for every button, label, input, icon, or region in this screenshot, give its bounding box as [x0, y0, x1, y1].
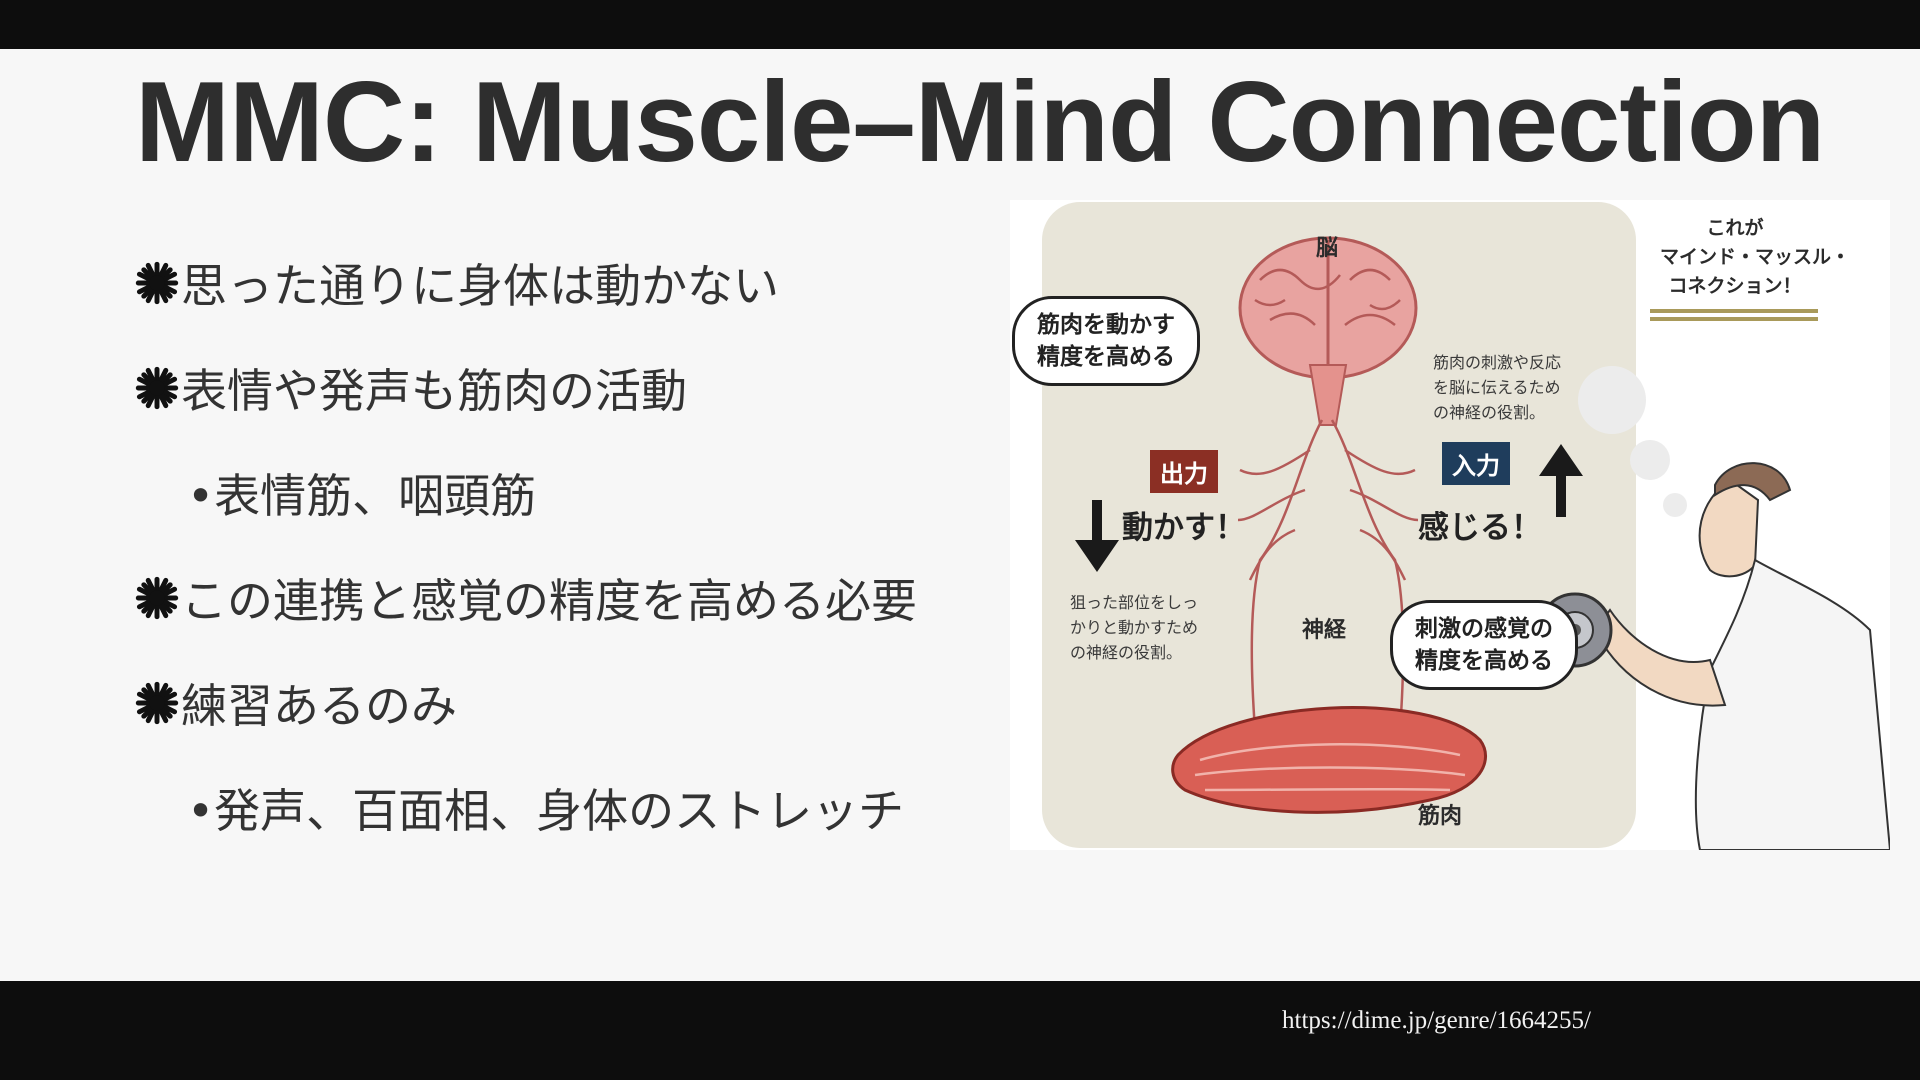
bubble-line: 精度を高める [1415, 648, 1553, 674]
asterisk-bullet-icon [135, 366, 179, 410]
bullet-item: この連携と感覚の精度を高める必要 [135, 565, 917, 631]
note-line: の神経の役割。 [1070, 643, 1183, 662]
bullet-text: 表情や発声も筋肉の活動 [181, 364, 687, 418]
brain-label: 脳 [1316, 236, 1339, 261]
input-tag: 入力 [1442, 442, 1510, 485]
brain-icon [1238, 236, 1418, 426]
bullet-item: 表情や発声も筋肉の活動 [135, 355, 687, 421]
source-url[interactable]: https://dime.jp/genre/1664255/ [1282, 1007, 1591, 1034]
asterisk-bullet-icon [135, 681, 179, 725]
sub-bullet-text: •発声、百面相、身体のストレッチ [187, 784, 905, 838]
slide-title: MMC: Muscle–Mind Connection [135, 59, 1825, 186]
mmc-illustration: 脳 神経 筋肉 筋肉を動かす 精度を高める 刺激の感覚の 精度を高める 出力 入… [1010, 200, 1890, 850]
thought-line: これが [1706, 217, 1764, 239]
output-note: 狙った部位をしっ かりと動かすため の神経の役割。 [1070, 590, 1198, 665]
sub-bullet-text: •表情筋、咽頭筋 [187, 469, 537, 523]
bullet-item: 思った通りに身体は動かない [135, 250, 779, 316]
gold-rule [1650, 317, 1818, 321]
bullet-text: 練習あるのみ [181, 679, 457, 733]
note-line: 筋肉の刺激や反応 [1433, 353, 1562, 372]
muscle-icon [1171, 706, 1487, 814]
nerve-label: 神経 [1302, 618, 1347, 643]
input-speech-bubble: 刺激の感覚の 精度を高める [1390, 600, 1578, 690]
thought-line: コネクション！ [1668, 275, 1802, 297]
sub-bullet-item: •発声、百面相、身体のストレッチ [187, 775, 904, 841]
top-bar [0, 0, 1920, 49]
bubble-line: 精度を高める [1037, 344, 1175, 370]
bullet-item: 練習あるのみ [135, 670, 457, 736]
note-line: を脳に伝えるため [1433, 378, 1561, 397]
sub-bullet-item: •表情筋、咽頭筋 [187, 460, 536, 526]
note-line: かりと動かすため [1070, 618, 1199, 637]
note-line: の神経の役割。 [1433, 403, 1546, 422]
up-arrow-icon [1539, 444, 1583, 517]
asterisk-bullet-icon [135, 576, 179, 620]
man-with-dumbbell-icon [1537, 462, 1890, 850]
output-speech-bubble: 筋肉を動かす 精度を高める [1012, 296, 1200, 386]
input-verb: 感じる！ [1418, 510, 1542, 546]
gold-rule [1650, 309, 1818, 313]
muscle-label: 筋肉 [1418, 804, 1463, 829]
thought-caption: これが マインド・マッスル・ コネクション！ [1660, 214, 1851, 301]
bubble-line: 筋肉を動かす [1037, 312, 1175, 338]
bullet-text: 思った通りに身体は動かない [181, 259, 779, 313]
down-arrow-icon [1075, 500, 1119, 572]
output-verb: 動かす！ [1122, 510, 1246, 546]
bottom-bar [0, 981, 1920, 1080]
input-note: 筋肉の刺激や反応 を脳に伝えるため の神経の役割。 [1433, 350, 1561, 425]
thought-line: マインド・マッスル・ [1660, 246, 1851, 268]
note-line: 狙った部位をしっ [1070, 593, 1199, 612]
bullet-text: この連携と感覚の精度を高める必要 [181, 574, 917, 628]
asterisk-bullet-icon [135, 261, 179, 305]
bubble-line: 刺激の感覚の [1415, 616, 1553, 642]
output-tag: 出力 [1150, 450, 1218, 493]
